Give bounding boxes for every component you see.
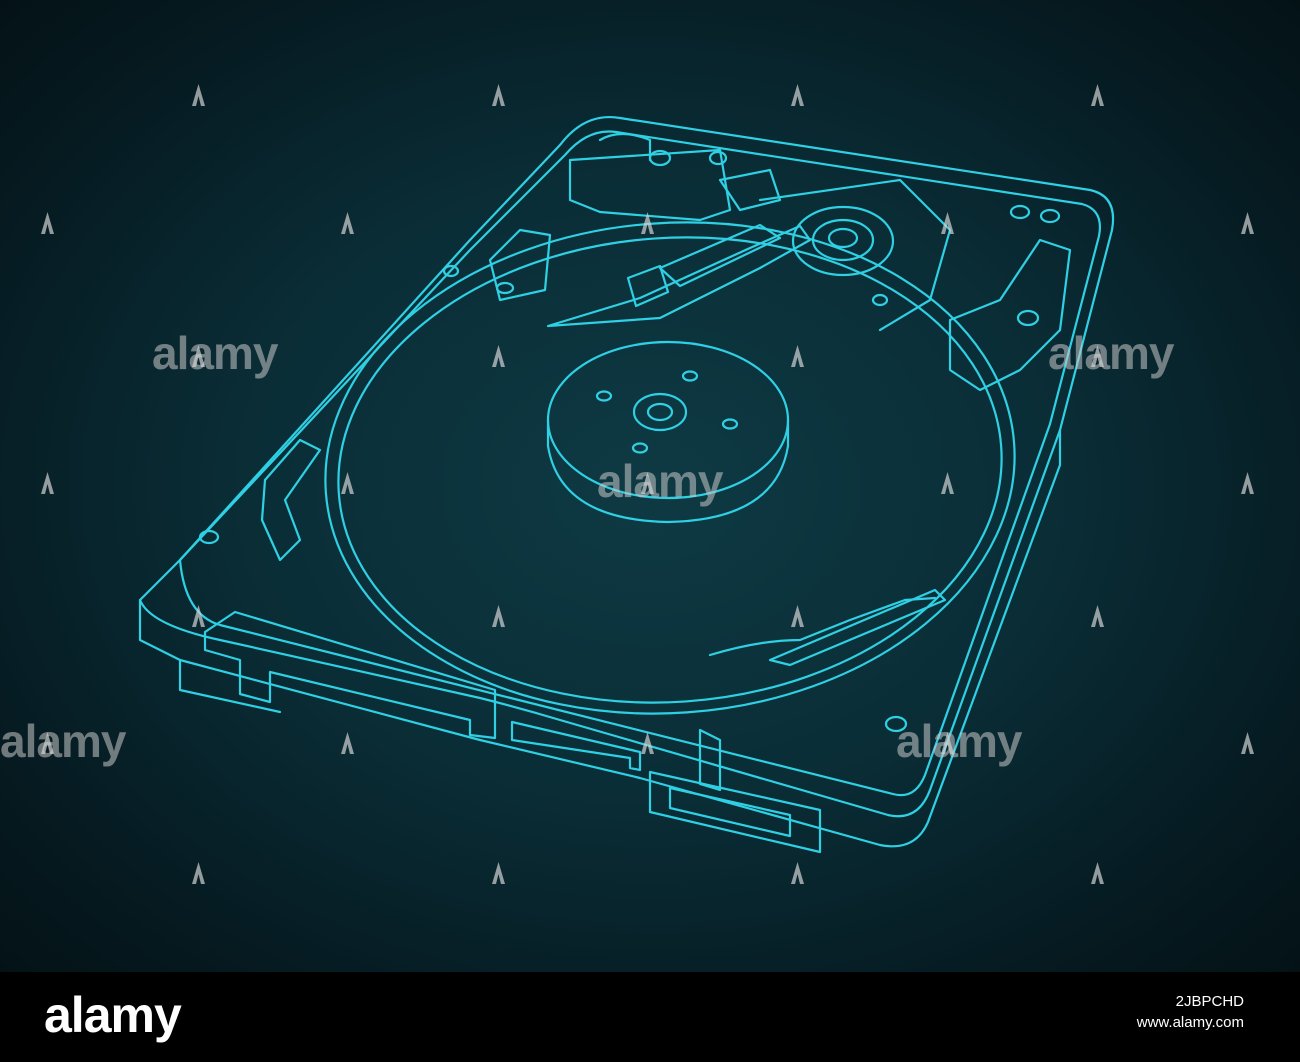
head-mechanism — [568, 148, 732, 222]
alamy-a-mark-icon — [641, 212, 654, 234]
alamy-a-mark-icon — [791, 84, 804, 106]
chassis-side — [138, 428, 1062, 848]
image-id: 2JBPCHD — [1175, 993, 1244, 1010]
alamy-a-mark-icon — [492, 862, 505, 884]
footer-bar: alamy 2JBPCHD www.alamy.com — [0, 972, 1300, 1062]
chassis-inner-rim — [178, 130, 1101, 797]
chassis-side-bottom — [178, 658, 282, 714]
alamy-a-mark-icon — [1241, 472, 1254, 494]
platter — [337, 236, 1003, 704]
alamy-a-mark-icon — [641, 732, 654, 754]
watermark-word: alamy — [152, 327, 278, 379]
alamy-a-mark-icon — [41, 212, 54, 234]
hard-drive-blueprint — [138, 116, 1115, 854]
actuator-pivot — [791, 205, 895, 277]
screw-hole-bottom-right — [884, 715, 908, 733]
alamy-a-mark-icon — [791, 345, 804, 367]
alamy-a-mark-icon — [41, 472, 54, 494]
alamy-a-mark-icon — [1241, 212, 1254, 234]
spindle-center — [632, 392, 688, 432]
jumper-block — [648, 770, 822, 854]
watermark-word: alamy — [0, 715, 126, 767]
alamy-a-mark-icon — [192, 84, 205, 106]
watermark-word: alamy — [1048, 327, 1174, 379]
ramp-latch — [948, 238, 1072, 392]
alamy-a-mark-icon — [341, 732, 354, 754]
chassis-outline — [138, 116, 1115, 818]
watermark-word: alamy — [896, 715, 1022, 767]
alamy-a-mark-icon — [1091, 345, 1104, 367]
footer-logo: alamy — [44, 987, 182, 1043]
alamy-a-mark-icon — [41, 732, 54, 754]
alamy-a-mark-icon — [641, 472, 654, 494]
alamy-a-mark-icon — [192, 345, 205, 367]
actuator-arm — [546, 224, 812, 328]
alamy-a-mark-icon — [341, 212, 354, 234]
alamy-a-mark-icon — [492, 345, 505, 367]
front-latch — [768, 588, 947, 667]
alamy-a-mark-icon — [1091, 605, 1104, 627]
alamy-a-mark-icon — [941, 472, 954, 494]
alamy-a-mark-icon — [492, 84, 505, 106]
alamy-a-mark-icon — [791, 605, 804, 627]
alamy-a-mark-icon — [341, 472, 354, 494]
alamy-a-mark-icon — [941, 212, 954, 234]
sata-connector — [203, 610, 497, 740]
spindle-hub-side — [546, 418, 790, 524]
screw-hole-left — [198, 529, 220, 545]
alamy-a-mark-icon — [941, 732, 954, 754]
alamy-a-mark-icon — [791, 862, 804, 884]
left-clamp — [260, 438, 322, 562]
alamy-a-mark-icon — [192, 605, 205, 627]
alamy-a-mark-icon — [1091, 862, 1104, 884]
power-connector — [510, 720, 642, 772]
screw-hole-top — [442, 264, 460, 278]
alamy-a-mark-icon — [492, 605, 505, 627]
site-url: www.alamy.com — [1136, 1014, 1244, 1031]
alamy-a-mark-icon — [1241, 732, 1254, 754]
illustration-stage: alamy alamy alamy alamy alamy — [0, 0, 1300, 972]
watermark-word: alamy — [597, 455, 723, 507]
alamy-a-mark-icon — [192, 862, 205, 884]
platter-rim — [324, 221, 1016, 715]
alamy-a-mark-icon — [1091, 84, 1104, 106]
